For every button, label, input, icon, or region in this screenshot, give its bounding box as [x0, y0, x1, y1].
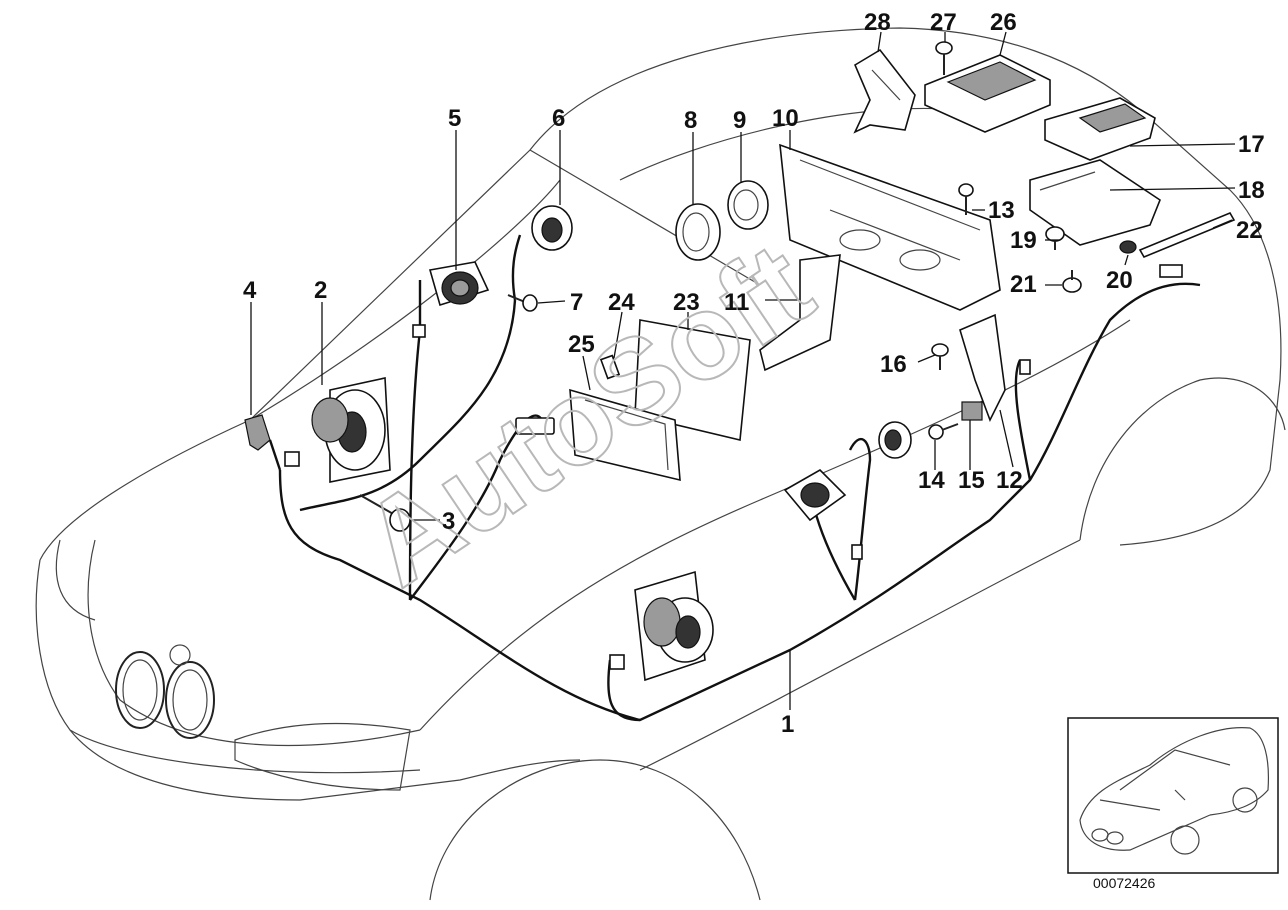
callout-17: 17 [1238, 131, 1265, 158]
callout-13: 13 [988, 197, 1015, 224]
tweeter-speaker [428, 261, 490, 307]
door-speaker [634, 570, 714, 682]
callout-21: 21 [1010, 271, 1037, 298]
callout-1: 1 [781, 711, 794, 738]
callout-9: 9 [733, 107, 746, 134]
small-screw [507, 294, 538, 312]
callout-22: 22 [1236, 217, 1263, 244]
mounting-bracket [959, 313, 1006, 422]
speaker-ring [727, 180, 769, 230]
air-duct [759, 254, 841, 372]
loudspeaker-woofer [311, 377, 391, 483]
fastener-21 [1062, 270, 1082, 293]
callout-2: 2 [314, 277, 327, 304]
screw-part [359, 494, 411, 532]
tweeter-speaker-rear [531, 205, 573, 251]
callout-7: 7 [570, 289, 583, 316]
callout-16: 16 [880, 351, 907, 378]
fastener-19 [1045, 226, 1065, 250]
callout-5: 5 [448, 105, 461, 132]
callout-12: 12 [996, 467, 1023, 494]
fastener-20 [1119, 240, 1137, 254]
insulating-strip [1138, 211, 1236, 259]
callout-19: 19 [1010, 227, 1037, 254]
screw-13 [958, 183, 974, 215]
adapter-ring [675, 203, 721, 261]
center-console [779, 143, 1001, 311]
callout-3: 3 [442, 508, 455, 535]
screw-14 [928, 423, 959, 440]
pin-part [599, 354, 621, 380]
amplifier-bracket [853, 48, 916, 134]
callout-15: 15 [958, 467, 985, 494]
callout-8: 8 [684, 107, 697, 134]
connectors [412, 264, 1183, 670]
callout-28: 28 [864, 9, 891, 36]
car-body-outline [35, 27, 1286, 901]
callout-11: 11 [724, 289, 749, 316]
diagram-number: 00072426 [1093, 875, 1156, 891]
callout-25: 25 [568, 331, 595, 358]
callout-24: 24 [608, 289, 635, 316]
callout-18: 18 [1238, 177, 1265, 204]
wiring-harness [268, 234, 1201, 722]
screw-27 [935, 41, 953, 75]
callout-14: 14 [918, 467, 945, 494]
control-module [1044, 97, 1156, 161]
callout-27: 27 [930, 9, 957, 36]
cover-panel [634, 319, 751, 441]
center-speaker [783, 469, 847, 522]
leader-lines [250, 31, 1236, 710]
vehicle-inset [1067, 717, 1279, 874]
module-holder [1029, 159, 1161, 246]
radio-tray [569, 388, 681, 482]
callout-23: 23 [673, 289, 700, 316]
amplifier [924, 54, 1051, 133]
nut-clip [961, 401, 983, 421]
clip-part [244, 414, 300, 467]
callout-labels: 1 2 3 4 5 6 7 8 9 10 11 12 13 14 15 16 1… [243, 9, 1265, 738]
callout-10: 10 [772, 105, 799, 132]
callout-26: 26 [990, 9, 1017, 36]
callout-20: 20 [1106, 267, 1133, 294]
callout-4: 4 [243, 277, 257, 304]
rear-tweeter [878, 421, 912, 459]
screw-16 [931, 343, 949, 370]
callout-6: 6 [552, 105, 565, 132]
